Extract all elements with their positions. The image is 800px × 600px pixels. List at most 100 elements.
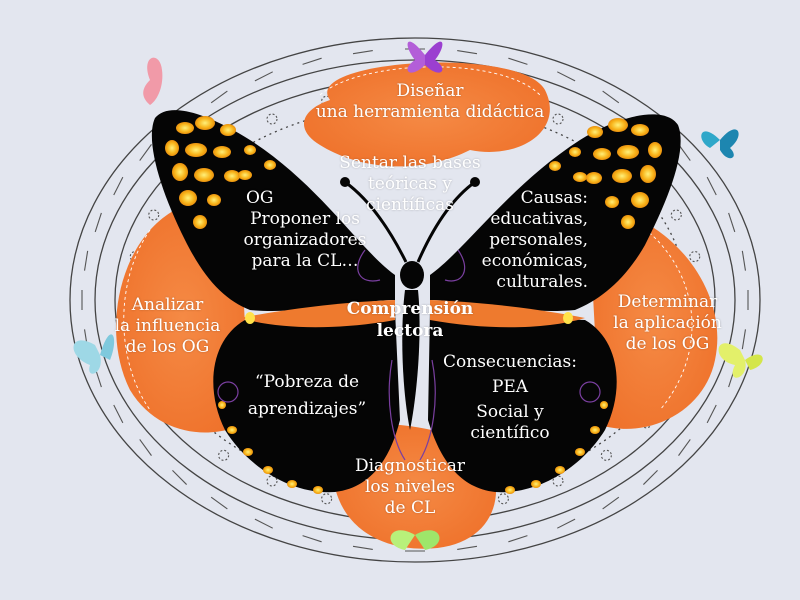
band-dot xyxy=(563,312,573,324)
petal-top-outer-label: Diseñar una herramienta didáctica xyxy=(310,81,550,123)
swirl xyxy=(643,470,658,485)
wing-upper-right-line5: culturales. xyxy=(496,272,588,292)
petal-right-line1: Determinar xyxy=(617,292,718,312)
wing-spot xyxy=(593,148,611,160)
wing-spot xyxy=(194,168,214,182)
wing-upper-left-label: OG Proponer los organizadores para la CL… xyxy=(240,188,370,272)
swirl xyxy=(457,545,478,551)
wing-lower-left-line1: “Pobreza de xyxy=(254,372,360,392)
ring-dot xyxy=(689,250,701,263)
wing-spot xyxy=(185,143,207,157)
wing-spot xyxy=(244,145,256,155)
swirl xyxy=(139,144,152,161)
swirl xyxy=(557,518,576,529)
wing-spot xyxy=(575,448,585,456)
wing-spot xyxy=(612,169,632,183)
ring-dot xyxy=(552,113,564,125)
swirl xyxy=(94,212,102,233)
petal-left-line3: de los OG xyxy=(125,337,210,357)
swirl xyxy=(678,439,691,456)
petal-right-line2: la aplicación xyxy=(613,313,722,333)
wing-spot xyxy=(621,215,635,229)
wing-lower-right-line1: Consecuencias: xyxy=(443,352,577,372)
wing-lower-right-line3: Social y xyxy=(476,402,544,422)
butterfly-body xyxy=(340,177,480,430)
wing-veins xyxy=(217,249,601,461)
ring-dot xyxy=(218,449,230,461)
wing-upper-left-line2: Proponer los xyxy=(250,209,360,229)
wing-spot xyxy=(287,480,297,488)
wing-spot xyxy=(505,486,515,494)
swirl xyxy=(352,545,373,551)
wing-spot xyxy=(600,401,608,409)
wing-spot xyxy=(617,145,639,159)
ring-dot xyxy=(497,493,509,505)
petal-left-line1: Analizar xyxy=(131,295,204,315)
antenna-left xyxy=(344,180,408,263)
wing-spot xyxy=(531,480,541,488)
petal-bottom-label: Diagnosticar los niveles de CL xyxy=(345,456,475,519)
petal-top-inner-line2: teóricas y xyxy=(367,174,453,194)
wing-band xyxy=(240,300,585,328)
wing-spot xyxy=(243,448,253,456)
swirl xyxy=(254,518,273,529)
petal-bottom-line2: los niveles xyxy=(364,477,456,497)
yellow-butterfly-icon xyxy=(718,343,763,378)
wing-lower-left-label: “Pobreza de aprendizajes” xyxy=(242,372,372,420)
wing-spots xyxy=(165,116,662,494)
swirl xyxy=(302,535,322,543)
swirl xyxy=(210,496,228,510)
swirl xyxy=(741,329,747,350)
wing-spot xyxy=(586,172,602,184)
wing-spot xyxy=(218,401,226,409)
swirl xyxy=(83,250,89,271)
petal-left-line2: la influencia xyxy=(114,316,221,336)
wing-upper-right xyxy=(430,114,681,312)
petal-right-label: Determinar la aplicación de los OG xyxy=(605,292,730,355)
wing-lower-right-label: Consecuencias: PEA Social y científico xyxy=(430,352,590,444)
antenna-right xyxy=(416,180,476,263)
ring-dot xyxy=(148,209,160,221)
petal-top-inner-label: Sentar las bases teóricas y científicas xyxy=(325,153,495,216)
wing-spot xyxy=(165,140,179,156)
petal-bottom-line3: de CL xyxy=(384,498,436,518)
wing-spot xyxy=(605,196,619,208)
wing-upper-left-line1: OG xyxy=(246,188,274,208)
petal-left-label: Analizar la influencia de los OG xyxy=(105,295,230,358)
petal-top-outer-line1: Diseñar xyxy=(396,81,464,101)
wing-upper-right-line1: Causas: xyxy=(520,188,588,208)
swirl xyxy=(172,470,187,485)
wing-spot xyxy=(238,170,252,180)
swirl xyxy=(508,57,528,65)
petal-top xyxy=(303,62,550,167)
wing-spot xyxy=(549,161,561,171)
swirl xyxy=(706,404,717,424)
band-dot xyxy=(245,312,255,324)
wing-spot xyxy=(573,172,587,182)
swirl xyxy=(508,535,528,543)
ring-dot xyxy=(670,209,682,221)
swirl xyxy=(602,496,620,510)
wing-spot xyxy=(263,466,273,474)
swirl xyxy=(302,57,322,65)
wing-spot xyxy=(207,194,221,206)
wing-spot xyxy=(172,163,188,181)
ring-dot xyxy=(321,493,333,505)
wing-spot xyxy=(313,486,323,494)
wing-upper-right-line3: personales, xyxy=(489,230,588,250)
swirl xyxy=(457,49,478,55)
wing-lower-left xyxy=(213,310,400,493)
swirl xyxy=(557,71,576,82)
butterfly-wings xyxy=(151,110,681,493)
wing-lower-right xyxy=(428,310,617,493)
wing-spot xyxy=(631,192,649,208)
swirl xyxy=(352,49,373,55)
wing-spot xyxy=(631,124,649,136)
swirl xyxy=(113,404,124,424)
wing-spot xyxy=(220,124,236,136)
swirl xyxy=(210,90,228,104)
lightblue-butterfly-icon xyxy=(73,334,115,374)
swirl xyxy=(602,90,620,104)
petal-right-line3: de los OG xyxy=(625,334,710,354)
